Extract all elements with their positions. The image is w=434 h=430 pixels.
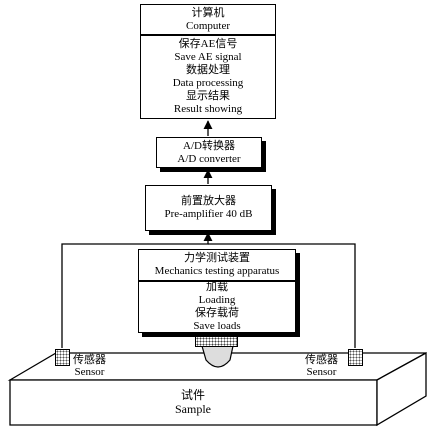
computer-item-cn: 显示结果 xyxy=(186,90,230,102)
sensor-left-label: 传感器 Sensor xyxy=(73,354,106,378)
converter-label-cn: A/D转换器 xyxy=(183,139,235,152)
mechanics-item-en: Save loads xyxy=(193,320,241,332)
computer-item-cn: 数据处理 xyxy=(186,64,230,76)
mechanics-item-en: Loading xyxy=(198,294,236,306)
mechanics-apparatus-box: 力学测试装置 Mechanics testing apparatus 加载 Lo… xyxy=(138,249,296,333)
converter-label-en: A/D converter xyxy=(177,152,241,165)
sensor-wire-left xyxy=(61,232,213,348)
mechanics-item-cn: 加载 xyxy=(206,281,228,293)
mechanics-title-en: Mechanics testing apparatus xyxy=(154,265,280,277)
computer-item-en: Save AE signal xyxy=(174,51,242,63)
computer-header: 计算机 Computer xyxy=(141,5,275,34)
sensor-right-label: 传感器 Sensor xyxy=(305,354,338,378)
computer-item-cn: 保存AE信号 xyxy=(178,38,238,50)
sample-side-face xyxy=(376,351,427,427)
computer-title-cn: 计算机 xyxy=(191,6,225,19)
computer-item-en: Result showing xyxy=(173,103,243,115)
sample-label-cn: 试件 xyxy=(180,388,205,402)
mechanics-functions: 加载 Loading 保存载荷 Save loads xyxy=(139,281,295,332)
ad-converter-box: A/D转换器 A/D converter xyxy=(156,137,262,168)
mechanics-divider xyxy=(139,280,295,282)
sample-label-en: Sample xyxy=(175,402,211,416)
computer-box: 计算机 Computer 保存AE信号 Save AE signal 数据处理 … xyxy=(140,4,276,119)
computer-functions: 保存AE信号 Save AE signal 数据处理 Data processi… xyxy=(141,36,275,118)
sensor-left-label-cn: 传感器 xyxy=(73,354,106,366)
preamplifier-box: 前置放大器 Pre-amplifier 40 dB xyxy=(145,185,272,231)
loading-probe-holder xyxy=(195,333,238,347)
computer-divider xyxy=(141,34,275,36)
sensor-right-label-en: Sensor xyxy=(306,366,337,378)
sensor-wire-right xyxy=(208,243,356,348)
computer-title-en: Computer xyxy=(186,19,230,32)
sensor-left xyxy=(55,349,70,366)
sensor-left-label-en: Sensor xyxy=(74,366,105,378)
mechanics-title-cn: 力学测试装置 xyxy=(184,252,250,264)
preamp-label-en: Pre-amplifier 40 dB xyxy=(164,208,253,220)
sensor-right-label-cn: 传感器 xyxy=(305,354,338,366)
computer-item-en: Data processing xyxy=(172,77,244,89)
sensor-right xyxy=(348,349,363,366)
sample-label: 试件 Sample xyxy=(173,388,213,416)
preamp-label-cn: 前置放大器 xyxy=(181,195,236,207)
mechanics-item-cn: 保存载荷 xyxy=(195,307,239,319)
loading-probe-tip xyxy=(201,345,234,368)
mechanics-header: 力学测试装置 Mechanics testing apparatus xyxy=(139,250,295,280)
